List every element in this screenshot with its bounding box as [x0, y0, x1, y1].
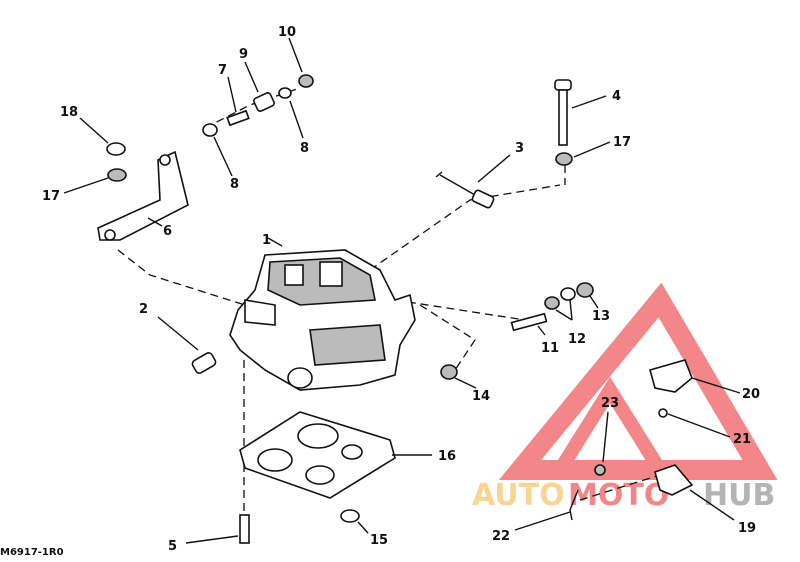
part-1-carburetor — [229, 249, 416, 391]
part-9-bushing — [253, 92, 275, 112]
callout-2: 2 — [139, 302, 148, 317]
part-10-nut — [298, 74, 314, 88]
watermark-text-hub: HUB — [703, 478, 775, 513]
part-15-plug — [340, 509, 360, 523]
part-12-washer-b — [560, 287, 576, 301]
callout-23: 23 — [601, 396, 619, 411]
part-6-lever — [97, 150, 189, 241]
linkage-dash-line — [117, 249, 246, 306]
part-7-pin — [226, 109, 250, 127]
leader-lines — [63, 37, 741, 544]
part-21-screw — [658, 408, 668, 418]
callout-10: 10 — [278, 25, 296, 40]
callout-21: 21 — [733, 432, 751, 447]
assembly-lines — [117, 87, 661, 520]
part-20-switch — [649, 359, 693, 393]
part-13-nut — [576, 282, 594, 298]
callout-5: 5 — [168, 539, 177, 554]
part-8-washer-left — [202, 123, 218, 137]
callout-3: 3 — [515, 141, 524, 156]
callout-16: 16 — [438, 449, 456, 464]
part-4-bolt — [554, 79, 572, 146]
callout-6: 6 — [163, 224, 172, 239]
callout-11: 11 — [541, 341, 559, 356]
callout-4: 4 — [612, 89, 621, 104]
watermark-text-auto: AUTO — [472, 478, 565, 513]
part-8-washer-top — [278, 87, 292, 99]
watermark-triangle-small — [547, 376, 673, 477]
rod-dash-line — [369, 184, 561, 271]
callout-8-top: 8 — [300, 141, 309, 156]
callout-labels: 1 2 3 4 5 6 7 8 8 9 10 11 12 13 14 15 16… — [42, 25, 760, 554]
part-17-washer-left — [107, 168, 127, 182]
stud-dash-line — [394, 299, 526, 321]
callout-17-right: 17 — [613, 135, 631, 150]
watermark-text-moto: MOTO — [568, 478, 669, 513]
callout-14: 14 — [472, 389, 490, 404]
part-18-washer — [106, 142, 126, 156]
callout-20: 20 — [742, 387, 760, 402]
part-19-bracket — [654, 464, 694, 496]
part-14-nut — [440, 364, 458, 380]
part-5-stud — [239, 514, 250, 544]
callout-1: 1 — [262, 233, 271, 248]
callout-19: 19 — [738, 521, 756, 536]
callout-12: 12 — [568, 332, 586, 347]
part-2-fitting — [191, 352, 217, 374]
callout-17-left: 17 — [42, 189, 60, 204]
figure-code: M6917-1R0 — [0, 547, 64, 557]
callout-9: 9 — [239, 47, 248, 62]
callout-22: 22 — [492, 529, 510, 544]
callout-7: 7 — [218, 63, 227, 78]
callout-8-left: 8 — [230, 177, 239, 192]
part-12-washer-a — [544, 296, 560, 310]
nut-dash-line — [419, 304, 476, 371]
part-16-gasket — [239, 411, 396, 499]
part-11-stud — [510, 312, 548, 332]
callout-18: 18 — [60, 105, 78, 120]
callout-15: 15 — [370, 533, 388, 548]
part-23-nut — [594, 464, 606, 476]
watermark-logo: AUTO MOTO HUB — [472, 282, 778, 513]
part-3-rod — [435, 171, 495, 209]
part-22-clip — [569, 489, 579, 521]
part-17-washer-right — [555, 152, 573, 166]
callout-13: 13 — [592, 309, 610, 324]
clip-dash-line — [579, 474, 661, 501]
